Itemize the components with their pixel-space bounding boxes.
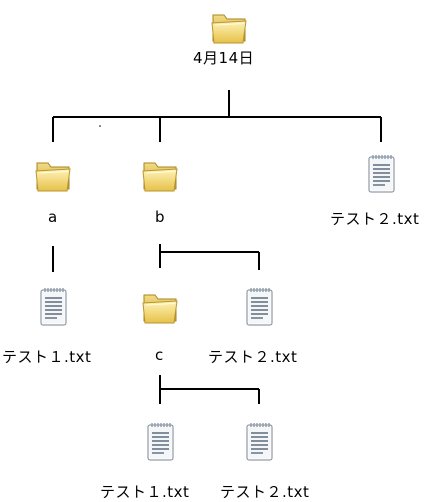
root-file-test2-label: テスト２.txt [330, 210, 420, 228]
folder-b-label: b [155, 208, 166, 226]
folder-icon [140, 153, 180, 197]
c-file-test1-label: テスト１.txt [100, 483, 190, 501]
text-file-icon [33, 285, 73, 329]
folder-a-label: a [48, 208, 58, 226]
folder-c-label: c [155, 346, 164, 364]
root-folder-label: 4月14日 [193, 49, 255, 67]
folder-icon [209, 5, 249, 49]
folder-icon [140, 285, 180, 329]
text-file-icon [239, 420, 279, 464]
stray-dot [99, 125, 101, 127]
b-file-test2-label: テスト２.txt [208, 348, 298, 366]
c-file-test2-label: テスト２.txt [220, 483, 310, 501]
text-file-icon [140, 420, 180, 464]
folder-icon [33, 153, 73, 197]
text-file-icon [239, 285, 279, 329]
text-file-icon [361, 152, 401, 196]
a-file-test1-label: テスト１.txt [2, 348, 92, 366]
